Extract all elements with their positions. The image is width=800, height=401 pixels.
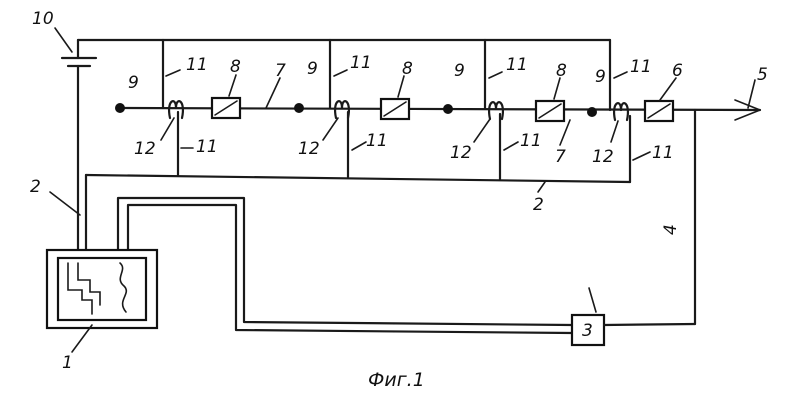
label-11-a: 11 bbox=[186, 55, 208, 75]
label-2-b: 2 bbox=[533, 195, 544, 215]
label-11-b: 11 bbox=[350, 53, 372, 73]
label-3: 3 bbox=[582, 321, 593, 341]
coil-12-a bbox=[169, 101, 183, 118]
label-11-e: 11 bbox=[196, 137, 218, 157]
node-9-d bbox=[587, 107, 597, 117]
label-7-b: 7 bbox=[555, 147, 566, 167]
label-11-f: 11 bbox=[366, 131, 388, 151]
label-11-c: 11 bbox=[506, 55, 528, 75]
label-12-d: 12 bbox=[592, 147, 614, 167]
valve-6 bbox=[645, 101, 673, 121]
label-10: 10 bbox=[32, 9, 54, 29]
node-9-b bbox=[294, 103, 304, 113]
upper-frame bbox=[78, 40, 610, 110]
label-1: 1 bbox=[62, 353, 73, 373]
valve-8-c bbox=[536, 101, 564, 121]
control-unit-1 bbox=[47, 250, 157, 328]
node-9-c bbox=[443, 104, 453, 114]
label-9-b: 9 bbox=[307, 59, 318, 79]
label-4: 4 bbox=[661, 224, 681, 235]
label-9-c: 9 bbox=[454, 61, 465, 81]
label-6: 6 bbox=[672, 61, 683, 81]
label-11-d: 11 bbox=[630, 57, 652, 77]
figure-caption: Фиг.1 bbox=[368, 369, 425, 391]
label-11-h: 11 bbox=[652, 143, 674, 163]
label-7-a: 7 bbox=[275, 61, 286, 81]
valve-8-b bbox=[381, 99, 409, 119]
label-12-c: 12 bbox=[450, 143, 472, 163]
label-9-d: 9 bbox=[595, 67, 606, 87]
label-2-a: 2 bbox=[30, 177, 41, 197]
label-8-b: 8 bbox=[402, 59, 413, 79]
label-12-b: 12 bbox=[298, 139, 320, 159]
label-5: 5 bbox=[757, 65, 768, 85]
node-9-a bbox=[115, 103, 125, 113]
coil-12-d bbox=[614, 103, 628, 120]
label-11-g: 11 bbox=[520, 131, 542, 151]
label-8-c: 8 bbox=[556, 61, 567, 81]
battery-10 bbox=[62, 40, 96, 250]
double-pipe bbox=[118, 198, 572, 333]
label-8-a: 8 bbox=[230, 57, 241, 77]
valve-8-a bbox=[212, 98, 240, 118]
label-9-a: 9 bbox=[128, 73, 139, 93]
lower-frame-2 bbox=[86, 112, 630, 250]
label-12-a: 12 bbox=[134, 139, 156, 159]
